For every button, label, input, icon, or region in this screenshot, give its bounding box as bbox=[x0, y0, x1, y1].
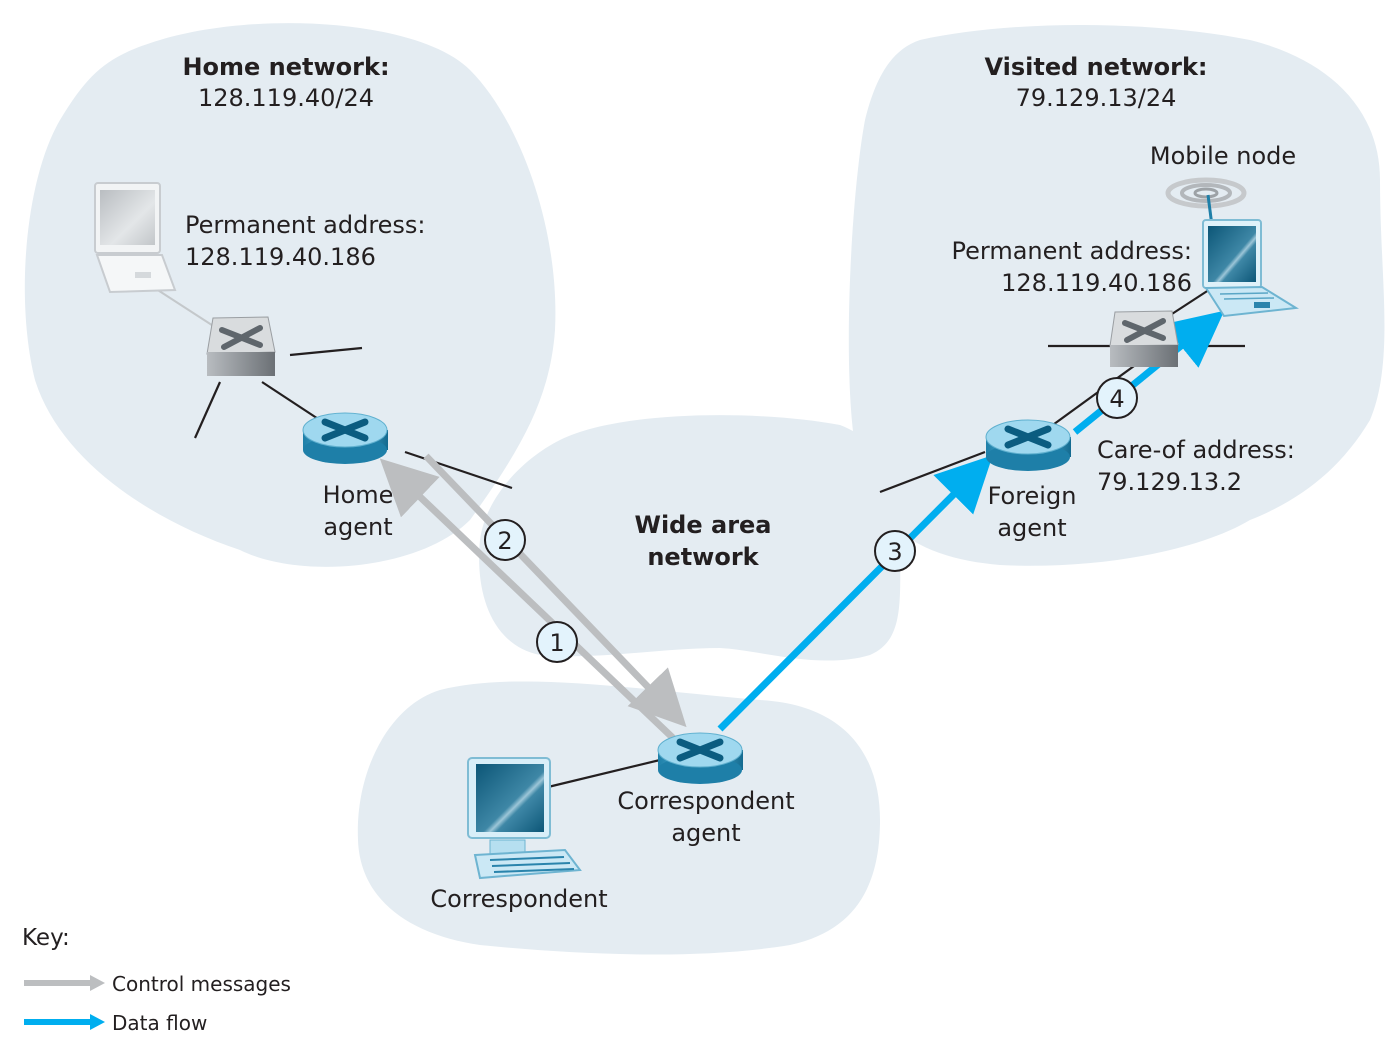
wan-label-line1: Wide area bbox=[634, 511, 771, 539]
home-network-title: Home network: bbox=[182, 53, 389, 81]
home-switch-link-left bbox=[193, 381, 222, 439]
key-title: Key: bbox=[22, 925, 70, 951]
visited-network-title: Visited network: bbox=[984, 53, 1207, 81]
home-switch-icon bbox=[206, 316, 276, 376]
svg-text:3: 3 bbox=[887, 538, 902, 566]
foreign-agent-router-icon bbox=[985, 419, 1071, 471]
care-of-address-label: Care-of address: bbox=[1097, 436, 1295, 464]
data-arrow-4 bbox=[1072, 310, 1225, 435]
step-badge-3: 3 bbox=[874, 530, 916, 572]
data-arrow-3 bbox=[717, 455, 993, 732]
control-legend-arrowhead bbox=[90, 975, 105, 991]
key-item-data: Data flow bbox=[24, 1011, 207, 1035]
svg-text:4: 4 bbox=[1109, 385, 1124, 413]
correspondent-agent-router-icon bbox=[657, 732, 743, 784]
home-network-cloud bbox=[24, 23, 556, 567]
wan-cloud bbox=[479, 415, 901, 661]
correspondent-agent-label-line2: agent bbox=[671, 819, 740, 847]
correspondent-network-cloud bbox=[357, 681, 880, 955]
svg-text:1: 1 bbox=[549, 629, 564, 657]
key-data-label: Data flow bbox=[112, 1011, 207, 1035]
step-badge-1: 1 bbox=[536, 621, 578, 663]
step-badge-2: 2 bbox=[484, 519, 526, 561]
home-agent-router-icon bbox=[302, 412, 388, 464]
correspondent-desktop-icon bbox=[467, 757, 582, 880]
data-legend-arrowhead bbox=[90, 1014, 105, 1030]
home-agent-wan-link bbox=[404, 450, 513, 490]
home-agent-label-line2: agent bbox=[323, 513, 392, 541]
mobile-node-title: Mobile node bbox=[1150, 142, 1296, 170]
correspondent-label: Correspondent bbox=[430, 885, 607, 913]
mobile-node-address-label: Permanent address: bbox=[951, 237, 1192, 265]
foreign-agent-label-line1: Foreign bbox=[988, 482, 1077, 510]
correspondent-link bbox=[547, 758, 661, 789]
foreign-agent-label-line2: agent bbox=[997, 514, 1066, 542]
control-arrow-2 bbox=[423, 453, 687, 728]
visited-switch-icon bbox=[1109, 310, 1179, 367]
wan-label-line2: network bbox=[647, 543, 759, 571]
visited-network-cloud bbox=[848, 25, 1385, 566]
key-control-label: Control messages bbox=[112, 972, 291, 996]
home-laptop-address-label: Permanent address: bbox=[185, 211, 426, 239]
svg-text:2: 2 bbox=[497, 527, 512, 555]
home-switch-link-right bbox=[289, 346, 363, 357]
home-network-subnet: 128.119.40/24 bbox=[198, 84, 374, 112]
care-of-address-value: 79.129.13.2 bbox=[1097, 468, 1242, 496]
visited-network-subnet: 79.129.13/24 bbox=[1016, 84, 1177, 112]
correspondent-agent-label-line1: Correspondent bbox=[617, 787, 794, 815]
home-agent-label-line1: Home bbox=[323, 481, 394, 509]
home-laptop-icon bbox=[94, 182, 177, 294]
key-item-control: Control messages bbox=[24, 972, 291, 996]
home-laptop-address-value: 128.119.40.186 bbox=[185, 243, 376, 271]
mobile-node-address-value: 128.119.40.186 bbox=[1001, 269, 1192, 297]
mobile-node-laptop-icon bbox=[1202, 219, 1299, 318]
step-badge-4: 4 bbox=[1096, 377, 1138, 419]
control-arrow-1 bbox=[379, 458, 676, 741]
